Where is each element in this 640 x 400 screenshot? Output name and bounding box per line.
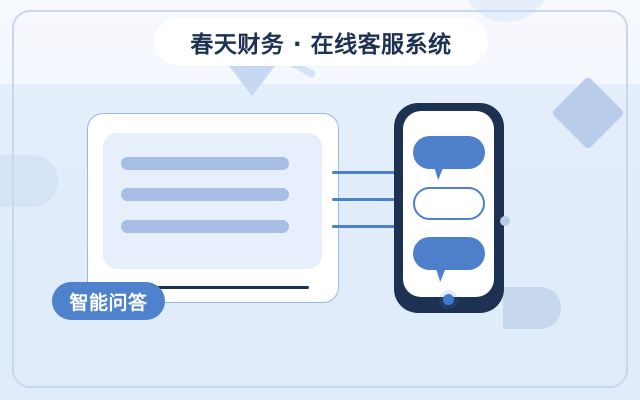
right-rounded-tab-shape: [503, 287, 561, 329]
connection-line-1: [332, 171, 398, 174]
document-underline: [142, 286, 309, 289]
title-pill: 春天财务 · 在线客服系统: [154, 18, 488, 66]
chat-bubble-outline-icon: [413, 187, 485, 220]
small-decorative-dot: [500, 216, 510, 226]
left-rounded-tab-shape: [0, 155, 58, 207]
document-card-inner: [103, 133, 322, 269]
document-line-1: [121, 157, 289, 170]
page-title: 春天财务 · 在线客服系统: [190, 32, 452, 58]
pointer-triangle-icon: [226, 62, 278, 96]
chat-bubble-icon: [413, 237, 485, 270]
smart-qa-badge: 智能问答: [52, 282, 165, 320]
connection-line-3: [332, 225, 398, 228]
document-line-2: [121, 188, 289, 201]
connection-line-2: [332, 198, 398, 201]
phone-indicator-dot: [443, 294, 454, 305]
document-line-3: [121, 220, 289, 233]
smart-qa-label: 智能问答: [69, 291, 148, 314]
outer-frame: [12, 10, 628, 388]
chat-bubble-icon: [413, 136, 485, 169]
